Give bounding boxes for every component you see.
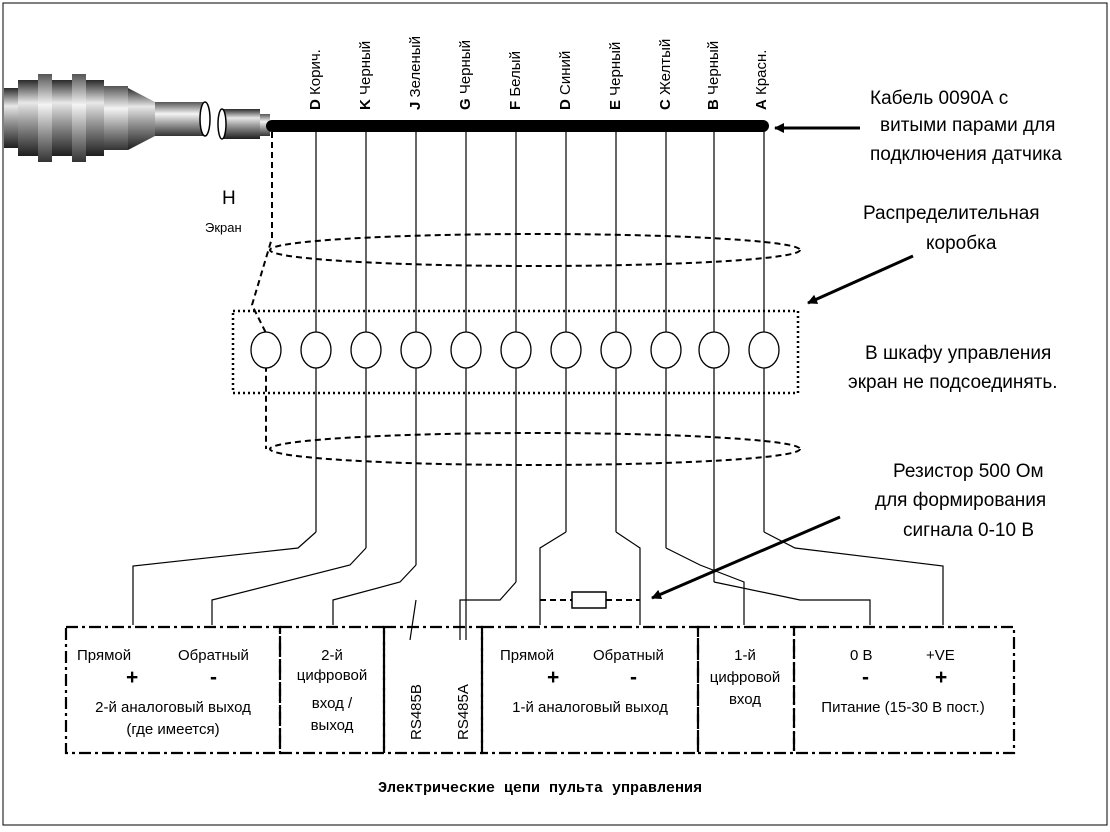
analog-output-1: Прямой Обратный + - 1-й аналоговый выход <box>500 647 668 716</box>
junction-ellipse-top <box>269 233 801 267</box>
svg-text:Распределительная: Распределительная <box>863 203 1040 224</box>
terminal <box>350 331 382 369</box>
terminals <box>250 331 780 369</box>
svg-text:2-й: 2-й <box>321 647 343 664</box>
terminal <box>500 331 532 369</box>
svg-text:-: - <box>630 666 637 689</box>
svg-text:Кабель 0090А с: Кабель 0090А с <box>870 88 1008 109</box>
svg-text:для формирования: для формирования <box>875 490 1046 511</box>
wire-label: D Корич. <box>307 49 324 110</box>
svg-text:2-й аналоговый выход: 2-й аналоговый выход <box>95 699 251 716</box>
junction-annotation: Распределительная коробка <box>863 203 1040 254</box>
svg-text:(где имеется): (где имеется) <box>126 721 219 738</box>
box-analog-1 <box>480 625 700 755</box>
svg-text:RS485A: RS485A <box>455 684 472 740</box>
sensor-connector-image <box>4 74 270 162</box>
terminal <box>250 331 282 369</box>
svg-text:вход: вход <box>729 691 761 708</box>
svg-text:1-й аналоговый выход: 1-й аналоговый выход <box>512 699 668 716</box>
svg-text:-: - <box>862 666 869 689</box>
digital-input-1: 1-й цифровой вход <box>710 647 781 708</box>
wire-label: C Желтый <box>657 39 674 110</box>
footer-caption: Электрические цепи пульта управления <box>378 780 702 797</box>
wire-labels: D Корич. K Черный J Зеленый G Черный F Б… <box>307 36 770 110</box>
svg-text:сигнала 0-10 В: сигнала 0-10 В <box>903 520 1034 541</box>
terminal <box>650 331 682 369</box>
wire-label: F Белый <box>507 51 524 110</box>
svg-text:экран не подсоединять.: экран не подсоединять. <box>848 372 1058 393</box>
box-digital-1 <box>696 625 796 755</box>
terminal <box>400 331 432 369</box>
digital-io-2: 2-й цифровой вход / выход <box>297 647 368 734</box>
cable-annotation: Кабель 0090А с витыми парами для подключ… <box>870 88 1062 165</box>
svg-text:цифровой: цифровой <box>297 667 368 684</box>
terminal-block <box>231 309 800 395</box>
svg-text:Прямой: Прямой <box>500 647 554 664</box>
svg-text:+: + <box>935 666 947 689</box>
power-supply: 0 В +VE - + Питание (15-30 В пост.) <box>821 647 984 716</box>
svg-text:Прямой: Прямой <box>77 647 131 664</box>
svg-text:подключения датчика: подключения датчика <box>870 144 1062 165</box>
svg-text:+: + <box>547 666 559 689</box>
svg-text:-: - <box>210 666 217 689</box>
rs485-terminals: RS485B RS485A <box>408 684 472 740</box>
shield-wire <box>250 132 273 449</box>
svg-text:Обратный: Обратный <box>178 647 249 664</box>
svg-text:коробка: коробка <box>926 233 997 254</box>
analog-output-2: Прямой Обратный + - 2-й аналоговый выход… <box>77 647 251 738</box>
junction-arrow <box>807 254 914 305</box>
box-digital-2 <box>278 625 386 755</box>
resistor-arrow <box>651 515 841 600</box>
svg-text:Обратный: Обратный <box>593 647 664 664</box>
wire-label: A Красн. <box>753 50 770 110</box>
terminal <box>550 331 582 369</box>
terminal <box>600 331 632 369</box>
box-power <box>792 625 1016 755</box>
wire-label: J Зеленый <box>407 36 424 110</box>
terminal <box>698 331 730 369</box>
svg-text:выход: выход <box>311 717 354 734</box>
shield-letter: H <box>222 188 236 209</box>
svg-text:вход /: вход / <box>312 695 353 712</box>
terminal <box>300 331 332 369</box>
svg-text:цифровой: цифровой <box>710 669 781 686</box>
svg-text:В шкафу управления: В шкафу управления <box>865 343 1051 364</box>
terminal <box>450 331 482 369</box>
wire-label: D Синий <box>557 51 574 110</box>
cabinet-annotation: В шкафу управления экран не подсоединять… <box>848 343 1058 393</box>
wire-label: B Черный <box>705 41 722 110</box>
svg-text:витыми парами для: витыми парами для <box>880 115 1055 136</box>
terminal <box>748 331 780 369</box>
svg-text:RS485B: RS485B <box>408 684 425 740</box>
control-panel-boxes <box>64 625 1016 755</box>
svg-text:+VE: +VE <box>926 647 955 664</box>
svg-text:Питание (15-30 В пост.): Питание (15-30 В пост.) <box>821 699 984 716</box>
routed-wires <box>132 531 944 641</box>
svg-text:+: + <box>126 666 138 689</box>
svg-text:0 В: 0 В <box>850 647 873 664</box>
junction-ellipse-bottom <box>269 432 801 466</box>
resistor-annotation: Резистор 500 Ом для формирования сигнала… <box>875 461 1046 541</box>
wire-label: E Черный <box>607 42 624 110</box>
wire-label: G Черный <box>457 40 474 110</box>
svg-text:Резистор 500 Ом: Резистор 500 Ом <box>893 461 1044 482</box>
shield-label: Экран <box>205 220 242 235</box>
svg-text:1-й: 1-й <box>734 647 756 664</box>
resistor <box>540 591 640 609</box>
wire-label: K Черный <box>357 41 374 110</box>
